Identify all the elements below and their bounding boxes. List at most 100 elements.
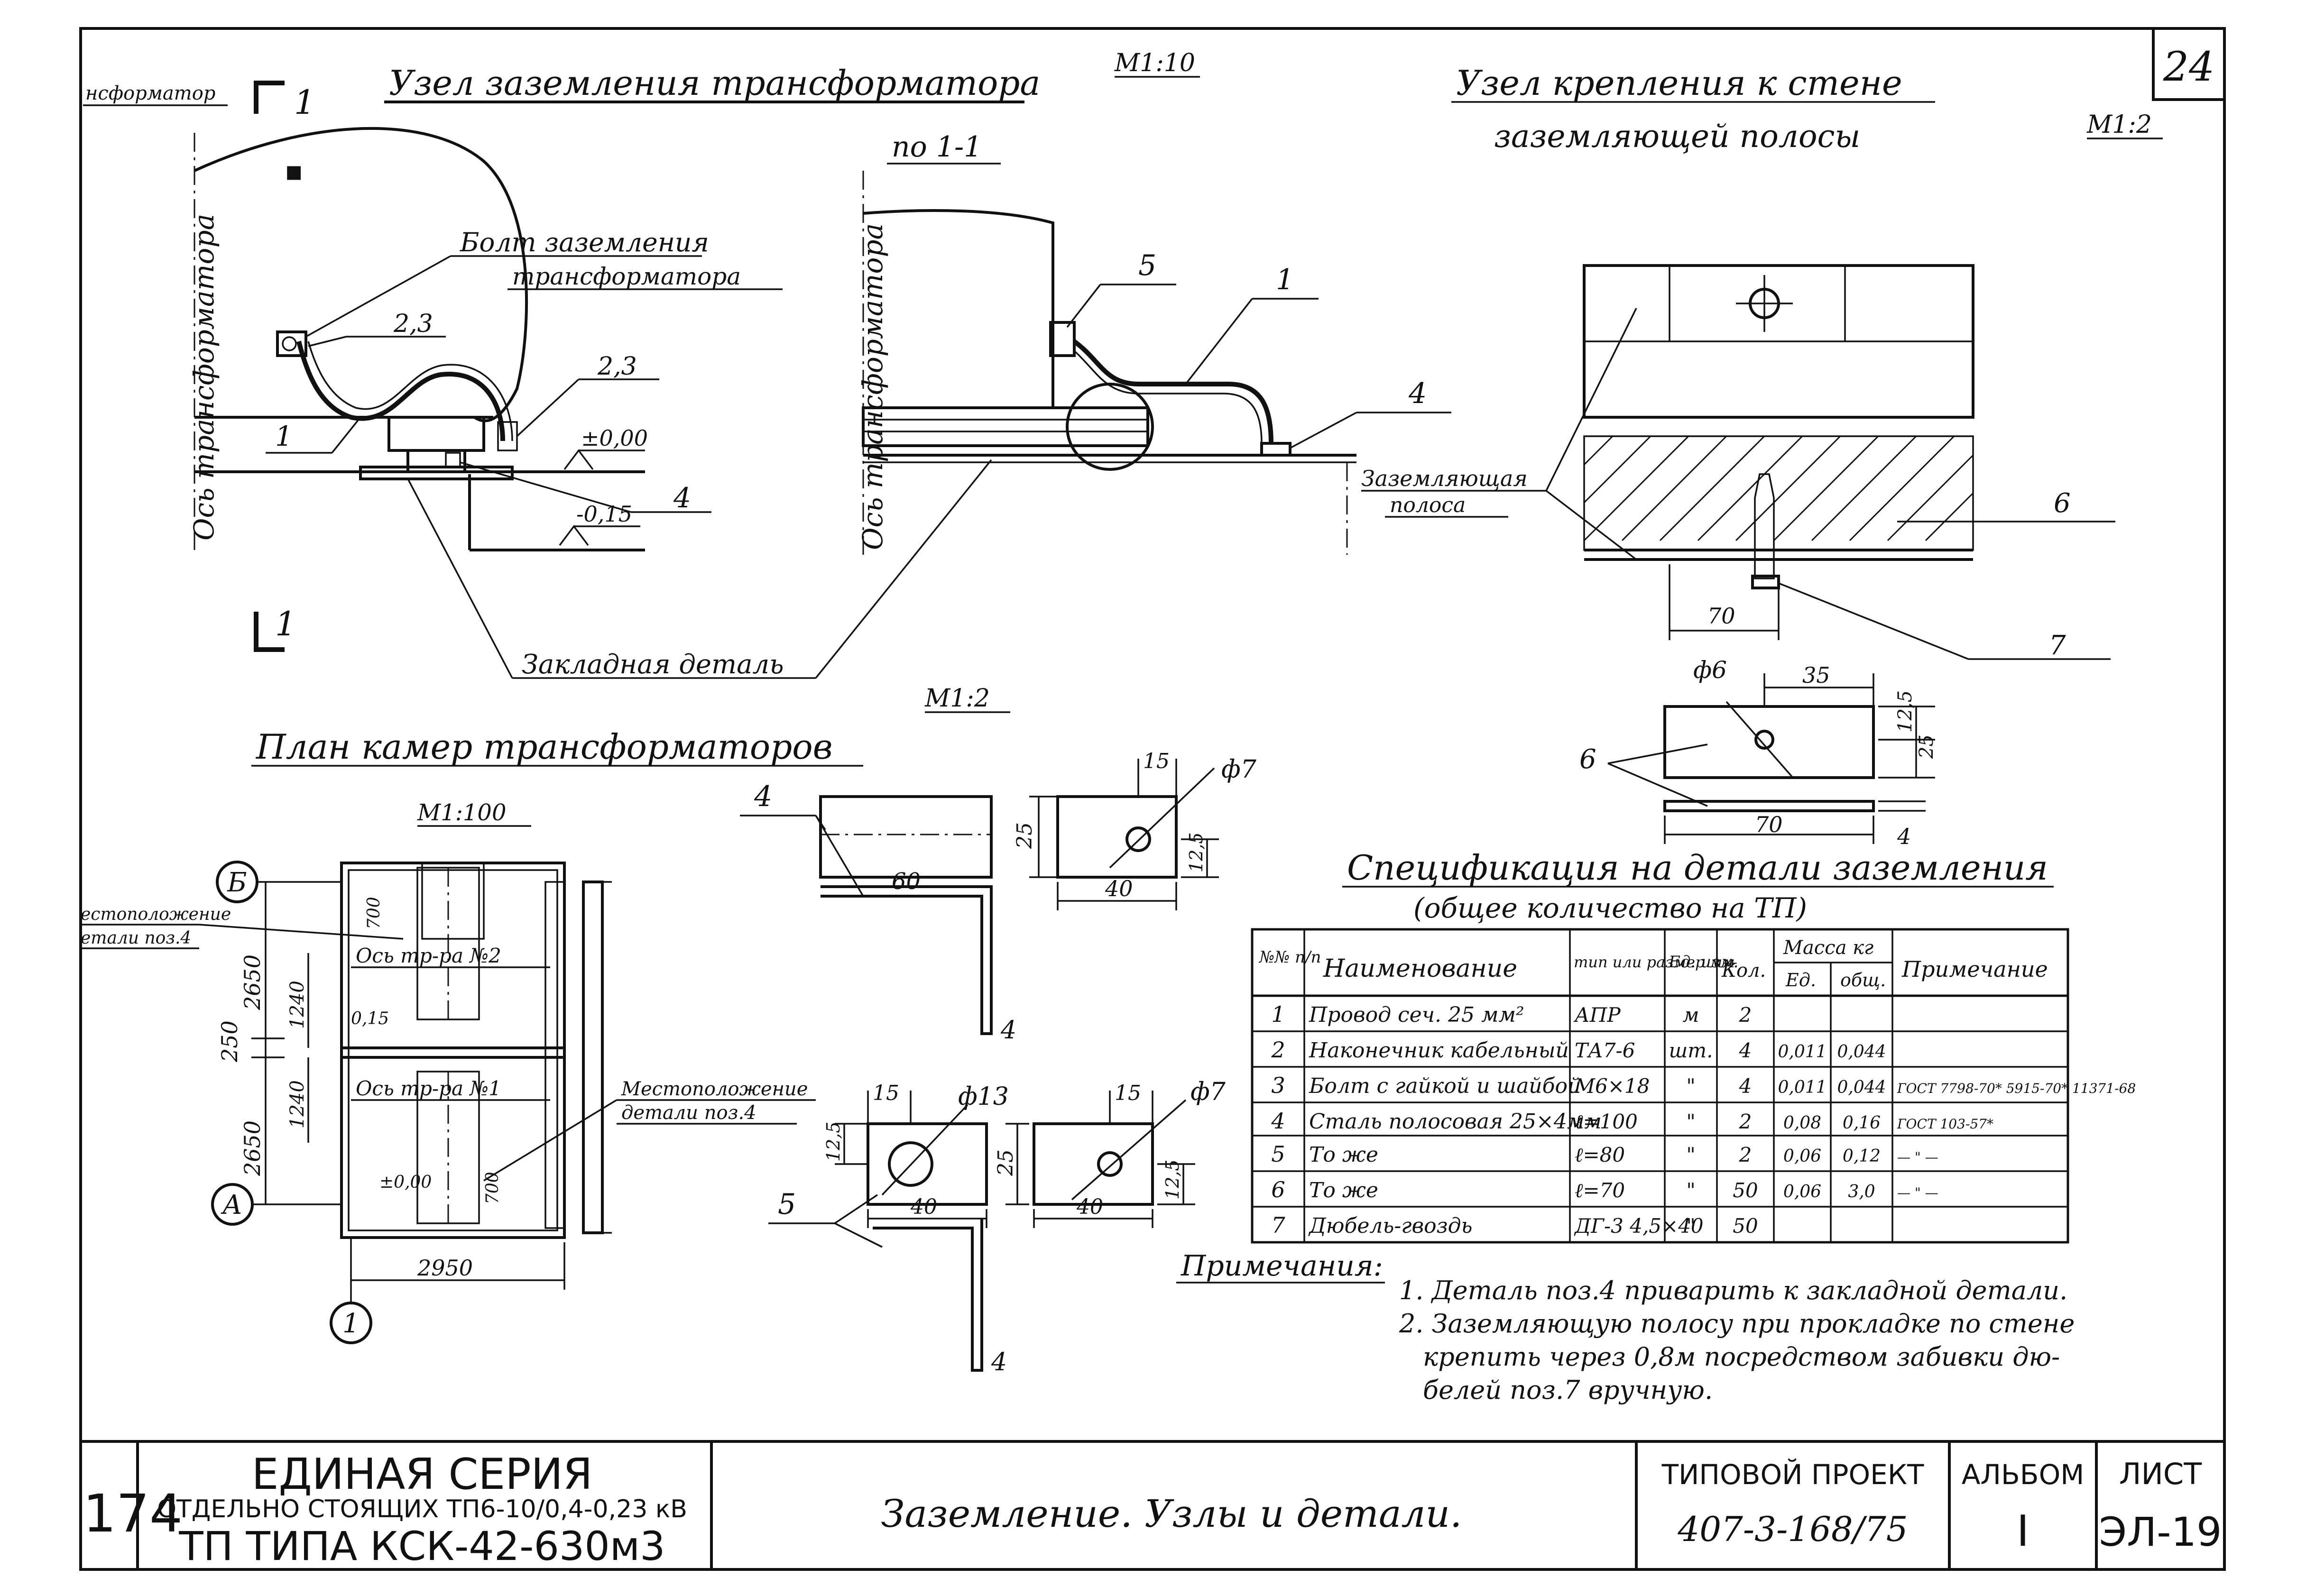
section-mark-bottom: 1 — [275, 605, 296, 643]
bolt-label-2: трансформатора — [512, 263, 741, 290]
stamp-album-number: I — [2017, 1506, 2029, 1556]
dia-7-d5: ф7 — [1190, 1078, 1226, 1106]
spec-cell-m2: 3,0 — [1848, 1182, 1875, 1202]
spec-title: Спецификация на детали заземления — [1347, 848, 2048, 888]
hdr-type: тип или размер мм — [1574, 953, 1735, 971]
detail-4: 4 60 4 ф7 15 25 12,5 40 — [740, 749, 1257, 1045]
spec-cell-qty: 4 — [1739, 1039, 1752, 1062]
spec-cell-unit: шт. — [1669, 1039, 1713, 1062]
sheet-number-box — [2152, 27, 2226, 101]
axis-label-left: Ось трансформатора — [188, 214, 220, 541]
callout-1-node: 1 — [275, 420, 293, 452]
spec-cell-unit: " — [1686, 1214, 1695, 1238]
callout-6-wall: 6 — [2054, 488, 2071, 519]
spec-cell-type: ℓ=100 — [1575, 1110, 1638, 1133]
note-line-2: 2. Заземляющую полосу при прокладке по с… — [1399, 1309, 2075, 1339]
loc-label-2: етали поз.4 — [81, 928, 191, 948]
scale-top: М1:10 — [1114, 49, 1195, 77]
loc-label-3: Местоположение — [621, 1078, 808, 1100]
detail-5: ф13 15 12,5 40 4 5 25 ф7 15 12,5 — [768, 1078, 1226, 1376]
embedded-label: Закладная деталь — [522, 649, 784, 680]
stamp-series-1: ЕДИНАЯ СЕРИЯ — [252, 1449, 593, 1499]
spec-cell-qty: 2 — [1739, 1143, 1752, 1166]
axis-label-section: Ось трансформатора — [857, 223, 889, 550]
spec-table — [1251, 928, 2069, 1244]
node-transformer-grounding: Узел заземления трансформатора М1:10 нсф… — [83, 49, 1200, 680]
dim-2650b: 2650 — [240, 1120, 265, 1176]
dim-15b-d5: 15 — [1115, 1081, 1141, 1105]
dim-25-strip: 25 — [1916, 734, 1937, 759]
strip-label-2: полоса — [1390, 493, 1466, 517]
notes-title: Примечания: — [1181, 1249, 1383, 1283]
dim-2650a: 2650 — [240, 954, 265, 1010]
spec-cell-name: То же — [1309, 1143, 1378, 1167]
spec-cell-name: Наконечник кабельный — [1309, 1038, 1569, 1063]
callout-5-detail: 5 — [778, 1188, 796, 1221]
spec-cell-qty: 50 — [1733, 1179, 1758, 1202]
stamp-sheet-label: ЛИСТ — [2119, 1457, 2202, 1491]
spec-cell-m2: 0,16 — [1843, 1113, 1881, 1133]
dim-700a: 700 — [364, 897, 384, 929]
section-title: по 1-1 — [892, 130, 982, 164]
specification: Спецификация на детали заземления (общее… — [1251, 848, 2136, 1244]
axis-b: Б — [227, 867, 247, 898]
hdr-mass: Масса кг — [1783, 937, 1873, 959]
spec-cell-n: 4 — [1271, 1108, 1285, 1134]
spec-cell-type: М6×18 — [1574, 1074, 1650, 1098]
callout-23b: 2,3 — [597, 352, 637, 381]
stamp-sheet-number: ЭЛ-19 — [2099, 1509, 2222, 1555]
spec-cell-type: ТА7-6 — [1575, 1039, 1635, 1062]
wall-title-2: заземляющей полосы — [1494, 118, 1860, 155]
stamp-project-number: 407-3-168/75 — [1677, 1509, 1908, 1549]
spec-cell-type: АПР — [1573, 1003, 1621, 1027]
hdr-num: №№ п/п — [1258, 948, 1321, 967]
spec-cell-n: 3 — [1271, 1073, 1285, 1098]
strip-detail: ф6 35 12,5 25 70 4 6 — [1579, 656, 1937, 849]
notes: Примечания: 1. Деталь поз.4 приварить к … — [1176, 1249, 2075, 1405]
spec-cell-note: ГОСТ 7798-70* 5915-70* 11371-68 — [1897, 1081, 2136, 1096]
stamp-series-2: ОТДЕЛЬНО СТОЯЩИХ ТП6-10/0,4-0,23 кВ — [157, 1495, 687, 1523]
spec-subtitle: (общее количество на ТП) — [1413, 892, 1807, 924]
scale-mid: М1:2 — [924, 684, 990, 713]
callout-7-wall: 7 — [2049, 630, 2066, 661]
spec-cell-unit: м — [1683, 1003, 1699, 1027]
dim-250: 250 — [217, 1020, 242, 1063]
scale-right: М1:2 — [2086, 110, 2152, 139]
dim-125-d4: 12,5 — [1186, 832, 1207, 872]
dim-40b-d5: 40 — [1076, 1195, 1103, 1219]
spec-cell-m1: 0,06 — [1783, 1182, 1821, 1202]
spec-cell-n: 1 — [1271, 1001, 1285, 1027]
callout-5-section: 5 — [1138, 249, 1156, 282]
spec-cell-unit: " — [1686, 1143, 1695, 1166]
dim-2950: 2950 — [417, 1255, 473, 1281]
tag-left: нсформатор — [85, 83, 215, 104]
spec-cell-m2: 0,12 — [1843, 1147, 1881, 1166]
hdr-note: Примечание — [1901, 956, 2048, 982]
hdr-name: Наименование — [1323, 954, 1517, 983]
scale-plan: М1:100 — [417, 799, 506, 826]
hdr-mass-unit: Ед. — [1785, 970, 1816, 991]
callout-23a: 2,3 — [393, 310, 433, 338]
spec-cell-name: Провод сеч. 25 мм² — [1309, 1003, 1524, 1027]
strip-label-1: Заземляющая — [1361, 466, 1528, 491]
wall-title-1: Узел крепления к стене — [1456, 63, 1902, 103]
spec-cell-name: Болт с гайкой и шайбой — [1309, 1074, 1581, 1098]
plan-title: План камер трансформаторов — [255, 727, 833, 767]
callout-6-strip: 6 — [1579, 744, 1596, 775]
callout-4-detail: 4 — [754, 780, 772, 813]
spec-cell-m2: 0,044 — [1837, 1042, 1886, 1062]
dim-4-detail4: 4 — [1000, 1016, 1016, 1045]
callout-1-section: 1 — [1276, 263, 1294, 296]
spec-cell-unit: " — [1686, 1074, 1695, 1098]
spec-cell-n: 7 — [1271, 1212, 1285, 1238]
spec-cell-type: ℓ=80 — [1575, 1143, 1625, 1166]
dim-40-d4: 40 — [1105, 876, 1133, 901]
dim-60: 60 — [892, 868, 921, 895]
note-line-1: 1. Деталь поз.4 приварить к закладной де… — [1399, 1275, 2067, 1305]
stamp-left-num: 174 — [83, 1483, 183, 1544]
dim-70-strip: 70 — [1755, 812, 1783, 837]
spec-cell-unit: " — [1686, 1179, 1695, 1202]
spec-cell-note: ГОСТ 103-57* — [1897, 1116, 1993, 1132]
dim-15a-d5: 15 — [873, 1081, 899, 1105]
sheet-frame — [79, 27, 2226, 1571]
